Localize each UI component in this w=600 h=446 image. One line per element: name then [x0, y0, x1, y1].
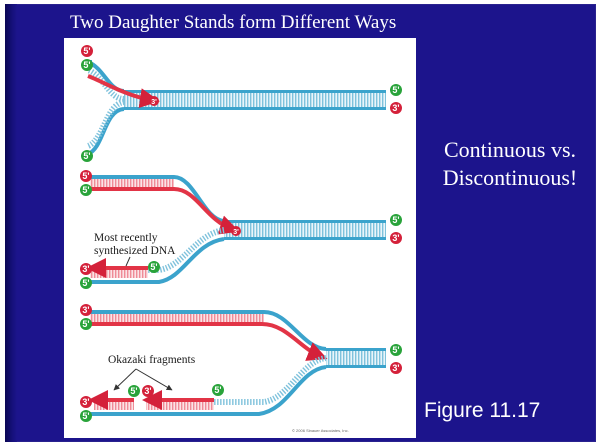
svg-text:3': 3' — [82, 397, 89, 407]
slide-title: Two Daughter Stands form Different Ways — [70, 12, 397, 33]
svg-text:5': 5' — [82, 411, 89, 421]
five-prime-badge — [128, 385, 140, 397]
three-prime-badge — [80, 396, 92, 408]
okazaki-fragment-bases — [146, 402, 214, 410]
svg-text:5': 5' — [392, 345, 399, 355]
three-prime-badge — [81, 45, 93, 57]
five-prime-badge — [390, 84, 402, 96]
fork-stage-3: Okazaki fragments © 2006 Sinauer Associa… — [88, 310, 386, 433]
three-prime-badge — [80, 263, 92, 275]
copyright-notice: © 2006 Sinauer Associates, Inc. — [292, 428, 349, 433]
three-prime-badge — [80, 304, 92, 316]
parent-strand-bottom — [124, 107, 386, 110]
end-badges-stage-3: 3' 5' 5' 3' 5' 3' 5' 3' 5' — [80, 304, 402, 422]
okazaki-pointer-right — [135, 368, 173, 391]
leading-strand-new — [87, 74, 160, 109]
svg-text:3': 3' — [144, 386, 151, 396]
parent-strand-bottom — [224, 237, 386, 240]
three-prime-badge — [149, 96, 159, 106]
upper-arm-bases — [90, 314, 264, 322]
lower-arm-bases — [214, 355, 327, 405]
three-prime-badge — [231, 226, 241, 236]
parent-strand-lower-arm — [90, 365, 327, 416]
lagging-fragment-bases — [90, 270, 148, 278]
five-prime-badge — [81, 59, 93, 71]
svg-text:5': 5' — [83, 60, 90, 70]
side-caption-line-2: Discontinuous! — [442, 165, 578, 190]
parent-duplex — [224, 222, 386, 238]
three-prime-badge — [80, 170, 92, 182]
svg-text:5': 5' — [214, 385, 221, 395]
svg-text:3': 3' — [82, 305, 89, 315]
svg-text:5': 5' — [392, 85, 399, 95]
svg-text:3': 3' — [392, 233, 399, 243]
three-prime-badge — [142, 385, 154, 397]
figure-number: Figure 11.17 — [424, 399, 541, 422]
label-pointer-line — [125, 256, 131, 267]
five-prime-badge — [81, 150, 93, 162]
svg-text:3': 3' — [392, 363, 399, 373]
three-prime-badge — [390, 362, 402, 374]
fork-stage-2: Most recently synthesized DNA — [86, 175, 386, 284]
replication-fork-diagram: 5' 5' 3' 5' 3' 5' — [80, 45, 402, 433]
recent-dna-label-line-2: synthesized DNA — [94, 245, 176, 257]
leading-strand-new — [90, 187, 240, 235]
five-prime-badge — [80, 277, 92, 289]
parent-strand-bottom — [326, 365, 386, 368]
five-prime-badge — [80, 410, 92, 422]
leading-strand-new — [90, 322, 328, 361]
lower-arm-bases — [148, 227, 225, 273]
parent-strand-top — [326, 348, 386, 351]
parent-strand-top — [224, 220, 386, 223]
five-prime-badge — [390, 214, 402, 226]
parent-strand-top — [124, 90, 386, 93]
side-caption-line-1: Continuous vs. — [443, 137, 577, 162]
five-prime-badge — [80, 318, 92, 330]
five-prime-badge — [148, 261, 160, 273]
parent-duplex — [326, 350, 386, 366]
end-badges-stage-2: 5' 5' 3' 5' 3' 5' 3' 5' — [80, 170, 402, 289]
svg-text:5': 5' — [150, 262, 157, 272]
parent-strand-lower-arm — [86, 107, 125, 156]
svg-text:5': 5' — [83, 151, 90, 161]
three-prime-badge — [390, 232, 402, 244]
upper-arm-bases — [86, 67, 125, 102]
five-prime-badge — [390, 344, 402, 356]
upper-arm-bases — [90, 179, 174, 187]
svg-text:5': 5' — [392, 215, 399, 225]
side-caption: Continuous vs. Discontinuous! — [430, 136, 590, 192]
svg-text:5': 5' — [82, 278, 89, 288]
svg-text:5': 5' — [83, 46, 90, 56]
svg-text:3': 3' — [233, 229, 239, 236]
five-prime-badge — [212, 384, 224, 396]
okazaki-label: Okazaki fragments — [108, 354, 196, 366]
recent-dna-label-line-1: Most recently — [94, 232, 158, 244]
parent-strand-lower-arm — [90, 237, 225, 284]
svg-text:3': 3' — [392, 103, 399, 113]
three-prime-badge — [390, 102, 402, 114]
svg-text:5': 5' — [130, 386, 137, 396]
okazaki-fragment-bases — [94, 402, 134, 410]
svg-text:5': 5' — [82, 171, 89, 181]
parent-duplex — [124, 92, 386, 108]
fork-stage-1 — [86, 60, 386, 156]
svg-text:3': 3' — [82, 264, 89, 274]
end-badges-stage-1: 5' 5' 3' 5' 3' 5' — [81, 45, 402, 162]
slide-left-accent-bar — [5, 4, 17, 442]
okazaki-pointer-left — [113, 368, 137, 391]
svg-text:5': 5' — [82, 319, 89, 329]
svg-text:3': 3' — [151, 99, 157, 106]
svg-text:5': 5' — [82, 185, 89, 195]
five-prime-badge — [80, 184, 92, 196]
